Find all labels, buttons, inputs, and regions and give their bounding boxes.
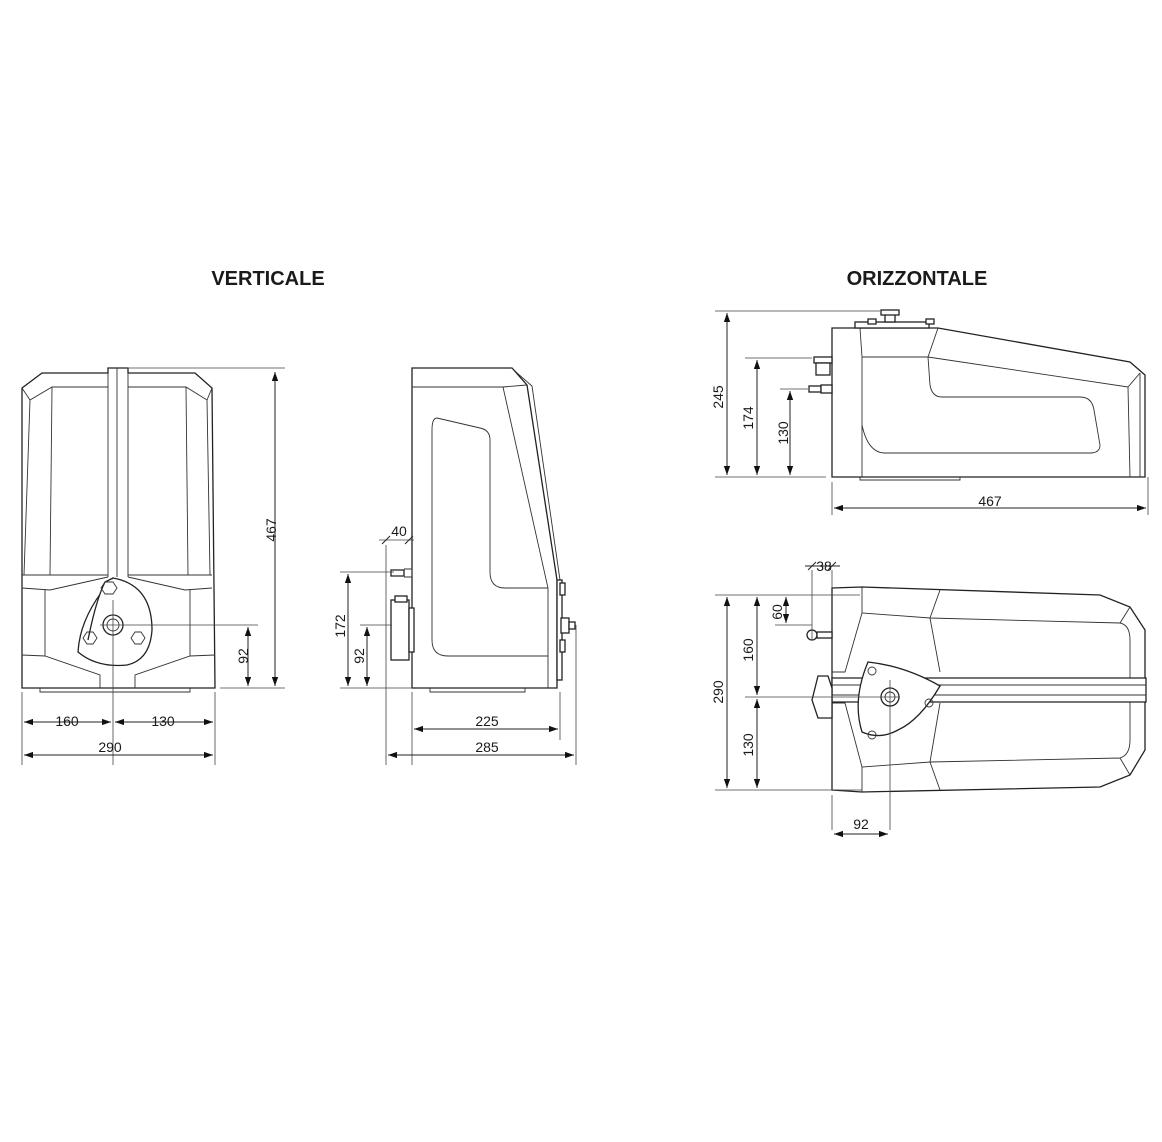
horizontal-side-view: 245 174 130 467 — [710, 309, 1149, 515]
dim-160: 160 — [55, 713, 79, 729]
dim-290-horizontal: 290 — [710, 680, 726, 704]
knob-icon — [560, 617, 570, 634]
dim-467: 467 — [263, 518, 279, 542]
dim-92-horizontal: 92 — [853, 816, 869, 832]
horizontal-top-view: 38 290 160 130 60 92 — [710, 558, 1147, 838]
vertical-front-view: 467 92 160 130 290 — [21, 367, 285, 765]
dim-130-side: 130 — [775, 421, 791, 445]
bracket — [390, 599, 410, 661]
vertical-side-view: 40 172 92 225 285 — [332, 367, 577, 765]
dim-92-side: 92 — [351, 648, 367, 664]
dim-290: 290 — [98, 739, 122, 755]
bolt-icon — [100, 581, 118, 595]
dim-130: 130 — [151, 713, 175, 729]
dim-60: 60 — [769, 604, 785, 620]
dim-285: 285 — [475, 739, 499, 755]
bolt-icon — [867, 666, 877, 676]
dim-225: 225 — [475, 713, 499, 729]
dim-174: 174 — [740, 406, 756, 430]
dim-245: 245 — [710, 385, 726, 409]
dim-40: 40 — [391, 523, 407, 539]
dim-160-horizontal: 160 — [740, 638, 756, 662]
dim-467-horizontal: 467 — [978, 493, 1002, 509]
dim-92: 92 — [235, 648, 251, 664]
dim-38: 38 — [816, 558, 832, 574]
title-verticale: VERTICALE — [211, 268, 324, 290]
title-orizzontale: ORIZZONTALE — [847, 268, 988, 290]
dim-130-horizontal: 130 — [740, 733, 756, 757]
dim-172: 172 — [332, 614, 348, 638]
